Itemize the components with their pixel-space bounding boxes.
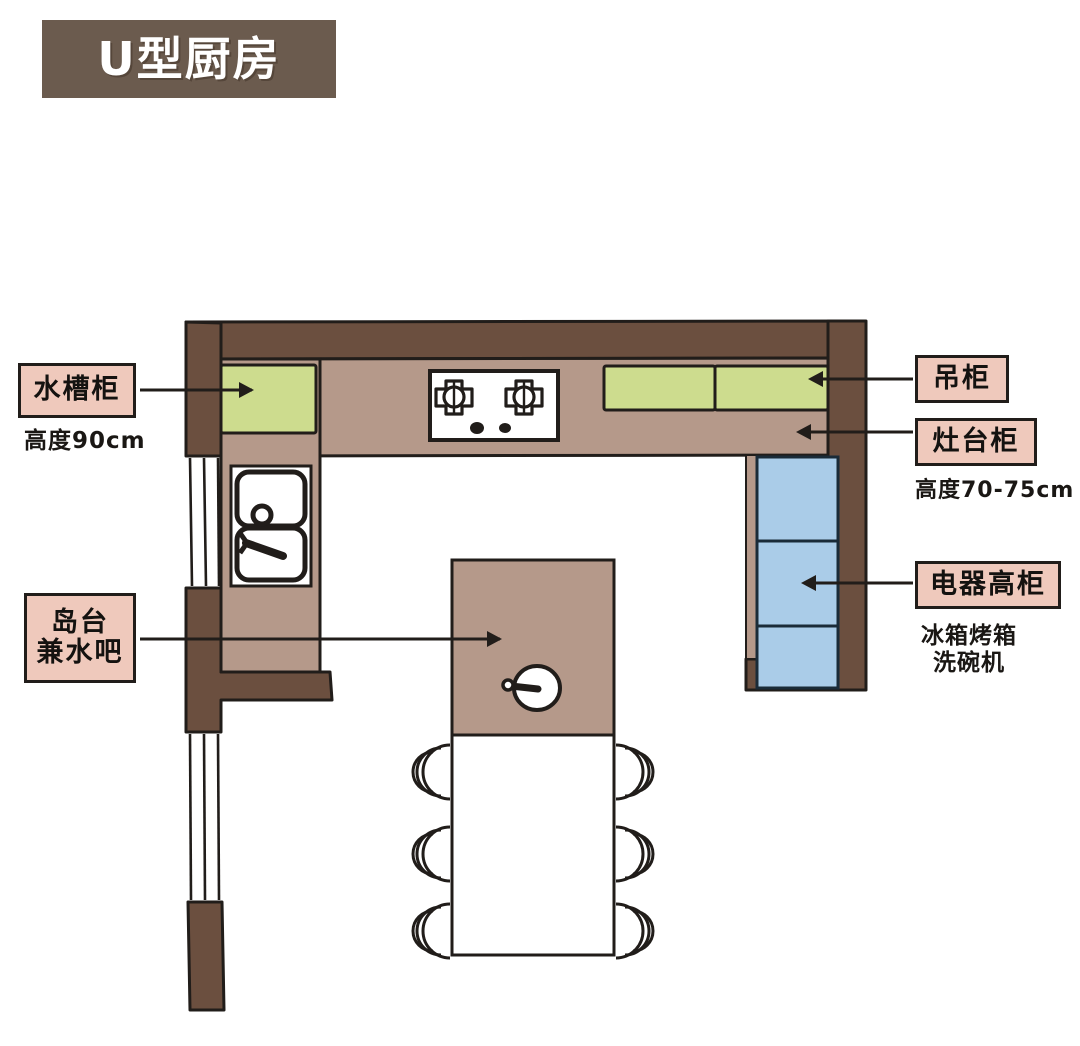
burner-right-icon xyxy=(504,379,544,416)
chair-left-3 xyxy=(411,902,451,960)
burner-left-icon xyxy=(434,379,474,416)
callout-appliance-cabinet-note: 冰箱烤箱 洗碗机 xyxy=(921,623,1017,677)
chair-right-1 xyxy=(615,743,655,801)
dining-table xyxy=(450,733,616,957)
callout-appliance-cabinet-label: 电器高柜 xyxy=(930,568,1046,600)
callout-wall-cabinet[interactable]: 吊柜 xyxy=(915,355,1009,403)
callout-stove-cabinet[interactable]: 灶台柜 xyxy=(915,418,1037,466)
callout-stove-cabinet-label: 灶台柜 xyxy=(932,425,1020,457)
chair-left-2 xyxy=(411,825,451,883)
arrowhead-wall-cabinet xyxy=(808,371,823,387)
callout-sink-cabinet-note: 高度90cm xyxy=(24,428,146,454)
island-counter xyxy=(450,558,616,737)
knob-left-icon xyxy=(470,422,484,434)
page-title-banner: U型厨房 xyxy=(42,20,336,98)
double-basin-sink xyxy=(229,464,313,588)
top-wall-cabinet-a xyxy=(602,364,717,412)
callout-leader-lines xyxy=(140,371,913,647)
chair-left-1 xyxy=(411,743,451,801)
gas-cooktop xyxy=(428,369,560,442)
page-title: U型厨房 xyxy=(97,32,281,86)
appliance-column-3 xyxy=(755,624,840,690)
dining-chairs xyxy=(411,743,655,960)
window-left-lower xyxy=(188,733,221,901)
arrowhead-sink-cabinet xyxy=(239,382,254,398)
island-round-sink xyxy=(501,664,562,712)
callout-appliance-cabinet[interactable]: 电器高柜 xyxy=(915,561,1061,609)
faucet-head-icon xyxy=(250,503,274,527)
callout-sink-cabinet[interactable]: 水槽柜 xyxy=(18,363,136,418)
arrowhead-island xyxy=(487,631,502,647)
arrowhead-appliance-cabinet xyxy=(801,575,816,591)
appliance-column-1 xyxy=(755,455,840,543)
callout-island-water-bar-label: 岛台 兼水吧 xyxy=(36,606,124,668)
sink-wall-cabinet xyxy=(219,363,318,435)
top-wall xyxy=(184,319,868,361)
window-left-upper xyxy=(188,457,221,587)
callout-stove-cabinet-note: 高度70-75cm xyxy=(915,478,1075,503)
top-wall-cabinet-b xyxy=(713,364,830,412)
knob-right-icon xyxy=(499,423,511,433)
chair-right-2 xyxy=(615,825,655,883)
left-wall-lower xyxy=(186,900,226,1012)
arrowhead-stove-cabinet xyxy=(796,424,811,440)
callout-island-water-bar[interactable]: 岛台 兼水吧 xyxy=(24,593,136,683)
callout-sink-cabinet-label: 水槽柜 xyxy=(33,374,121,406)
chair-right-3 xyxy=(615,902,655,960)
callout-wall-cabinet-label: 吊柜 xyxy=(933,362,991,394)
